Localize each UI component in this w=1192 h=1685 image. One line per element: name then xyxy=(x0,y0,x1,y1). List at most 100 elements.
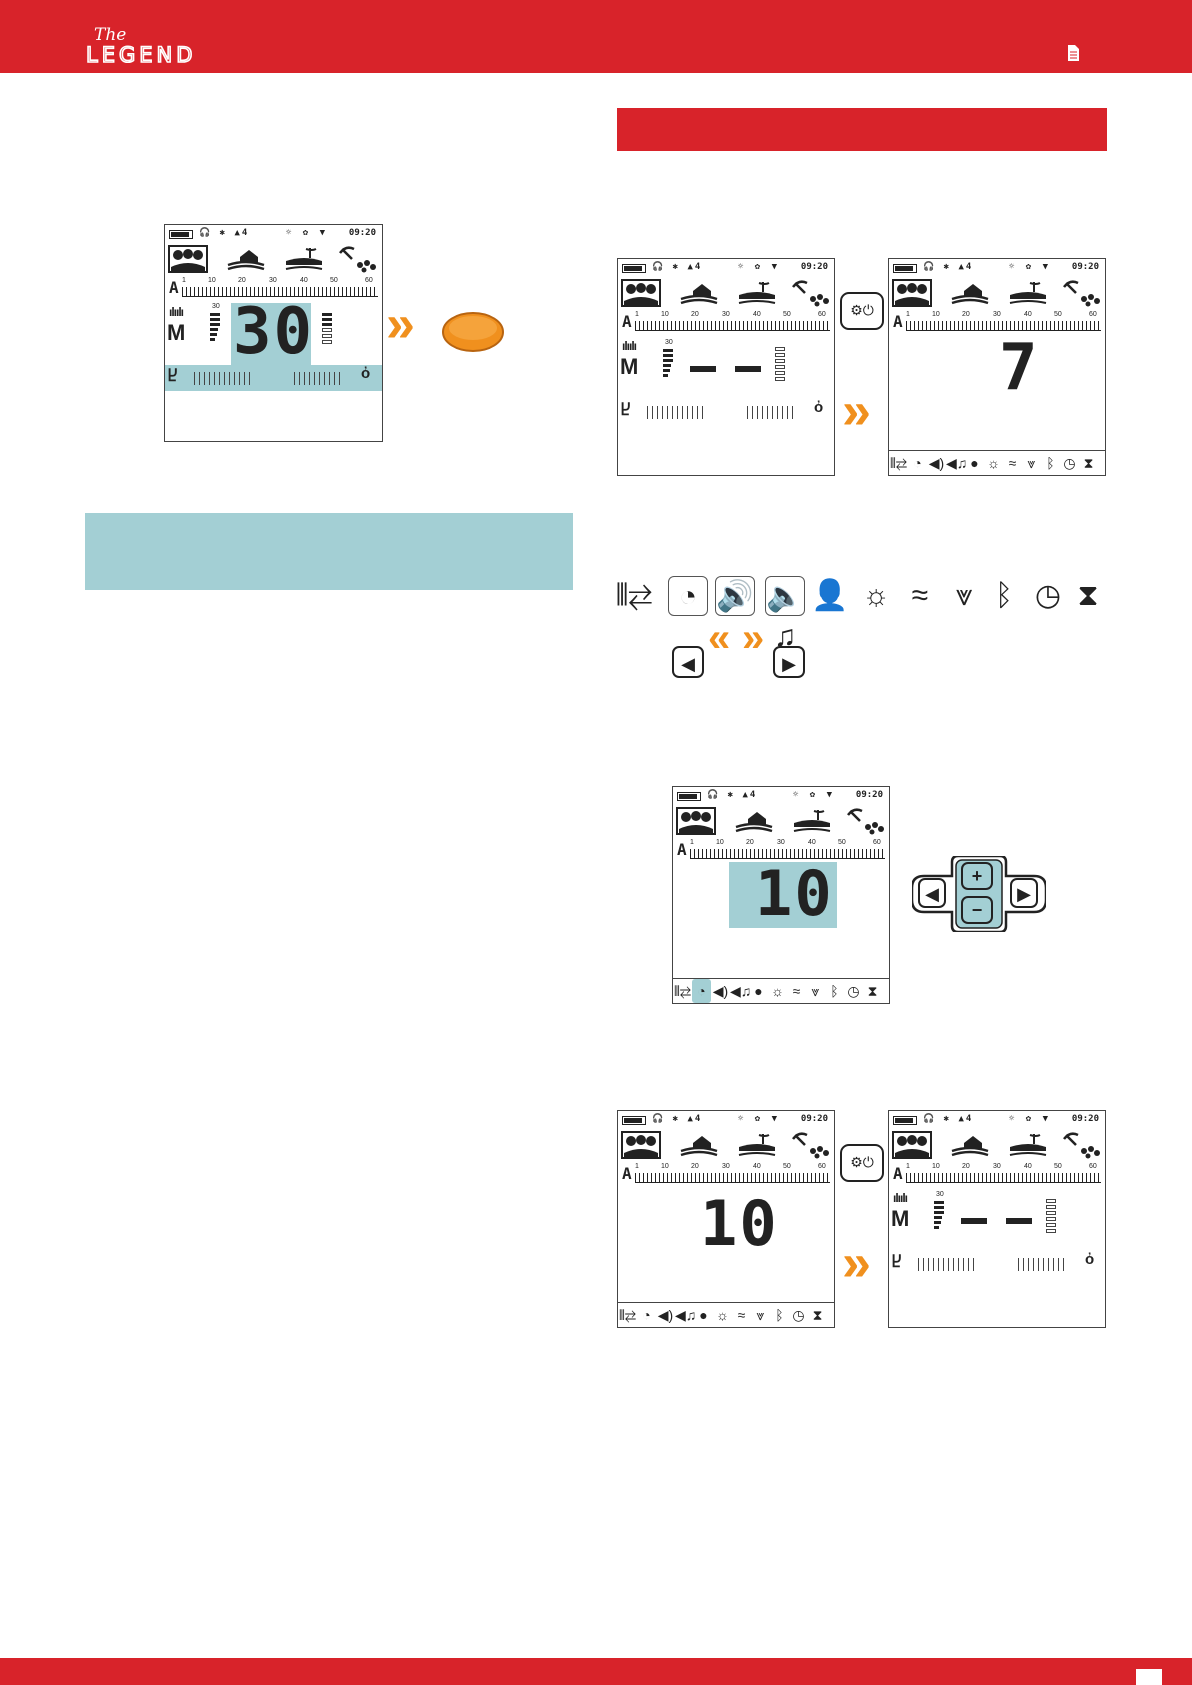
recovery-speed-icon[interactable]: ◔ xyxy=(668,576,708,616)
scale-tick-label: 50 xyxy=(330,277,338,284)
scale-tick-label: 50 xyxy=(1054,311,1062,318)
hourglass-icon: ⧗ xyxy=(812,1307,823,1323)
left-arrow-button[interactable]: ◀ xyxy=(672,646,704,678)
lcd-big-value: 30 xyxy=(233,295,315,369)
scale-tick-label: 10 xyxy=(208,277,216,284)
battery-icon xyxy=(893,1116,917,1125)
scale-tick-label: 20 xyxy=(962,311,970,318)
field-mode-icon xyxy=(951,284,989,305)
scale-tick-label: 1 xyxy=(906,311,910,318)
battery-icon xyxy=(622,1116,646,1125)
mode-letter: M xyxy=(167,320,186,345)
plus-button[interactable]: + xyxy=(961,862,993,890)
sensitivity-scale: 1 10 20 30 40 50 60 xyxy=(690,839,885,859)
park-mode-icon xyxy=(168,245,208,273)
brightness-icon: ☼ xyxy=(987,455,1000,471)
scale-tick-label: 10 xyxy=(932,1163,940,1170)
depth-bars-empty xyxy=(1046,1199,1056,1235)
ring-icon: ὀ xyxy=(361,365,371,382)
target-id-dash xyxy=(961,1218,987,1224)
gain-bars xyxy=(210,313,220,343)
svg-text:LEGEND: LEGEND xyxy=(86,43,196,66)
settings-icon-bar: ⫴⇄◔◀)◀♫●☼≈⩔ᛒ◷⧗ xyxy=(673,978,889,1003)
gain-label: 30 xyxy=(936,1191,944,1198)
settings-power-button[interactable]: ⚙⏻ xyxy=(840,1144,884,1182)
scale-tick-label: 50 xyxy=(783,1163,791,1170)
left-chevron-icon: « xyxy=(708,616,731,660)
flashlight-icon: ⩔ xyxy=(756,1307,765,1323)
legend-logo: The LEGEND xyxy=(86,25,196,66)
search-mode-icons xyxy=(168,245,379,273)
gold-mode-icon xyxy=(1063,1132,1100,1159)
scale-tick-label: 10 xyxy=(932,311,940,318)
settings-icon-bar: ⫴⇄◔◀)◀♫●☼≈⩔ᛒ◷⧗ xyxy=(618,1302,834,1327)
clock-icon[interactable]: ◷ xyxy=(1034,579,1062,612)
scale-tick-label: 1 xyxy=(690,839,694,846)
scale-tick-label: 40 xyxy=(300,277,308,284)
lcd-screen-settings-10: 🎧 ✱ ▲4 ☼ ✿ ▼ 09:20 A 1 10 20 30 40 50 60… xyxy=(617,1110,835,1328)
scale-letter: A xyxy=(893,312,903,331)
scale-letter: A xyxy=(893,1164,903,1183)
status-icons-left: 🎧 ✱ ▲4 xyxy=(923,1114,974,1124)
dpad-left-button[interactable]: ◀ xyxy=(918,878,946,908)
settings-icon-bar: ⫴⇄◔◀)◀♫●☼≈⩔ᛒ◷⧗ xyxy=(889,450,1105,475)
document-icon xyxy=(1068,45,1079,61)
frequency-shift-icon: ≈ xyxy=(737,1307,746,1323)
scale-letter: A xyxy=(677,840,687,859)
coin-discrimination-icon: Ⴞ xyxy=(892,1254,902,1271)
mode-letter: M xyxy=(620,354,639,379)
status-icons-right: ☼ ✿ ▼ xyxy=(1008,262,1051,272)
user-icon[interactable]: 👤 xyxy=(811,579,849,612)
minus-button[interactable]: − xyxy=(961,896,993,924)
value-highlight xyxy=(231,303,311,365)
tone-volume-icon: ◀♫ xyxy=(730,983,752,999)
volume-icon[interactable]: 🔊 xyxy=(715,576,755,616)
user-icon: ● xyxy=(970,455,979,471)
scale-tick-label: 40 xyxy=(753,1163,761,1170)
scale-tick-label: 50 xyxy=(783,311,791,318)
scale-tick-label: 60 xyxy=(365,277,373,284)
beach-mode-icon xyxy=(1009,1134,1047,1156)
clock: 09:20 xyxy=(800,262,828,272)
search-mode-icons xyxy=(676,807,886,835)
ring-icon: ὀ xyxy=(814,399,824,416)
page-header xyxy=(0,0,1192,73)
scale-tick-label: 40 xyxy=(1024,1163,1032,1170)
scale-tick-label: 20 xyxy=(691,1163,699,1170)
clock-icon: ◷ xyxy=(792,1307,805,1323)
note-box xyxy=(85,513,573,590)
scale-tick-label: 20 xyxy=(238,277,246,284)
flashlight-icon[interactable]: ⩔ xyxy=(955,579,973,612)
hourglass-icon[interactable]: ⧗ xyxy=(1077,579,1099,612)
arrow-chevron-icon: » xyxy=(386,295,415,353)
scale-ticks xyxy=(635,1173,830,1183)
beach-mode-icon xyxy=(793,810,831,832)
lcd-status-bar: 🎧 ✱ ▲4 ☼ ✿ ▼ 09:20 xyxy=(893,1114,1099,1126)
tone-volume-icon: ◀♫ xyxy=(946,455,968,471)
bluetooth-icon: ᛒ xyxy=(830,983,839,999)
page-footer xyxy=(0,1658,1192,1685)
scale-tick-label: 30 xyxy=(269,277,277,284)
scale-tick-label: 40 xyxy=(753,311,761,318)
field-mode-icon xyxy=(680,1136,718,1157)
brightness-icon[interactable]: ☼ xyxy=(862,579,890,612)
tone-volume-icon[interactable]: 🔈♫ xyxy=(765,576,805,653)
settings-menu-icons: ⫴⇄ ◔ 🔊 🔈♫ 👤 ☼ ≈ ⩔ ᛒ ◷ ⧗ xyxy=(614,576,1108,653)
sensitivity-scale: 1 10 20 30 40 50 60 xyxy=(182,277,378,297)
tracking-icon[interactable]: ⫴⇄ xyxy=(615,579,653,612)
discrimination-bars-left xyxy=(193,372,253,385)
brightness-icon: ☼ xyxy=(716,1307,729,1323)
vibration-icon: ılıılı xyxy=(169,305,184,319)
status-icons-left: 🎧 ✱ ▲4 xyxy=(652,1114,703,1124)
gold-mode-icon xyxy=(847,808,884,835)
search-mode-icons xyxy=(892,1131,1102,1159)
lcd-big-value: 7 xyxy=(999,331,1040,405)
right-arrow-button[interactable]: ▶ xyxy=(773,646,805,678)
bluetooth-icon[interactable]: ᛒ xyxy=(995,579,1013,612)
dpad-right-button[interactable]: ▶ xyxy=(1010,878,1038,908)
frequency-shift-icon[interactable]: ≈ xyxy=(911,579,929,612)
beach-mode-icon xyxy=(738,282,776,304)
status-icons-left: 🎧 ✱ ▲4 xyxy=(652,262,703,272)
tone-volume-icon: ◀♫ xyxy=(675,1307,697,1323)
settings-power-button[interactable]: ⚙⏻ xyxy=(840,292,884,330)
